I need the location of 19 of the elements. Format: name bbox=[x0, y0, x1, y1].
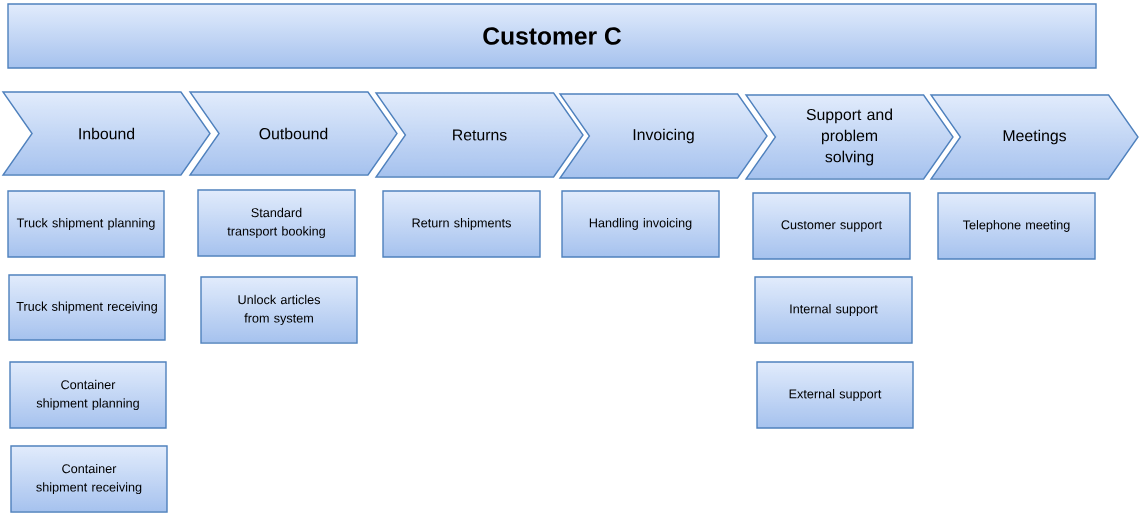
process-box: Internal support bbox=[754, 276, 913, 344]
process-box: External support bbox=[756, 361, 914, 429]
process-box: Return shipments bbox=[382, 190, 541, 258]
process-step: Inbound bbox=[1, 91, 211, 176]
process-box: Unlock articles from system bbox=[200, 276, 358, 344]
process-step: Returns bbox=[374, 92, 584, 178]
process-step: Meetings bbox=[929, 94, 1139, 180]
process-box: Container shipment planning bbox=[9, 361, 167, 429]
process-box: Telephone meeting bbox=[937, 192, 1096, 260]
process-step: Support and problem solving bbox=[744, 94, 954, 180]
process-box: Handling invoicing bbox=[561, 190, 720, 258]
process-step: Outbound bbox=[188, 91, 398, 176]
process-box: Standard transport booking bbox=[197, 189, 356, 257]
process-step: Invoicing bbox=[558, 93, 768, 179]
process-box: Customer support bbox=[752, 192, 911, 260]
process-box: Container shipment receiving bbox=[10, 445, 168, 513]
process-box: Truck shipment planning bbox=[7, 190, 165, 258]
title-band: Customer C bbox=[7, 3, 1097, 69]
process-box: Truck shipment receiving bbox=[8, 274, 166, 341]
